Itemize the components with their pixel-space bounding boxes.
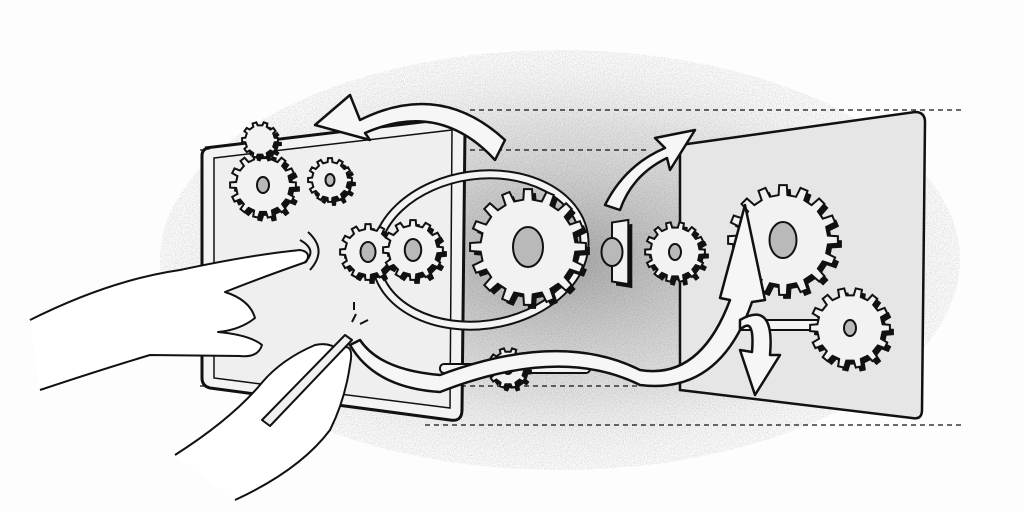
gear-lower-right <box>809 287 894 372</box>
curved-arrow-top-left <box>313 93 507 162</box>
gear-hole <box>768 221 798 259</box>
disc-pulley <box>600 218 633 289</box>
arrows <box>313 93 782 397</box>
gear-hole <box>600 237 624 267</box>
gear-body <box>241 121 279 159</box>
gear-medium-center-right <box>644 221 709 286</box>
down-arrow-right <box>738 313 782 397</box>
gear-left-pair-a <box>339 223 400 284</box>
stylus-tip-sparkle <box>351 302 369 325</box>
gear-hole <box>256 176 270 194</box>
hands <box>29 231 369 501</box>
stylus <box>261 334 353 427</box>
pointing-hand <box>29 249 309 391</box>
gear-hole <box>843 319 857 337</box>
gear-large-center <box>469 188 590 309</box>
gear-small-top-left <box>229 151 300 222</box>
gear-hole <box>324 173 336 187</box>
gear-tiny-top-left <box>241 121 282 162</box>
gear-hole <box>512 226 544 268</box>
curved-arrow-top-right <box>603 128 697 212</box>
gear-small <box>307 157 356 206</box>
gear-hole <box>403 238 423 262</box>
gear-left-pair-b <box>382 219 447 284</box>
gear-hole <box>359 241 377 263</box>
gears <box>229 121 894 392</box>
wavy-arrow <box>348 203 767 394</box>
gear-hole <box>668 243 682 261</box>
touch-ripple <box>299 231 320 271</box>
